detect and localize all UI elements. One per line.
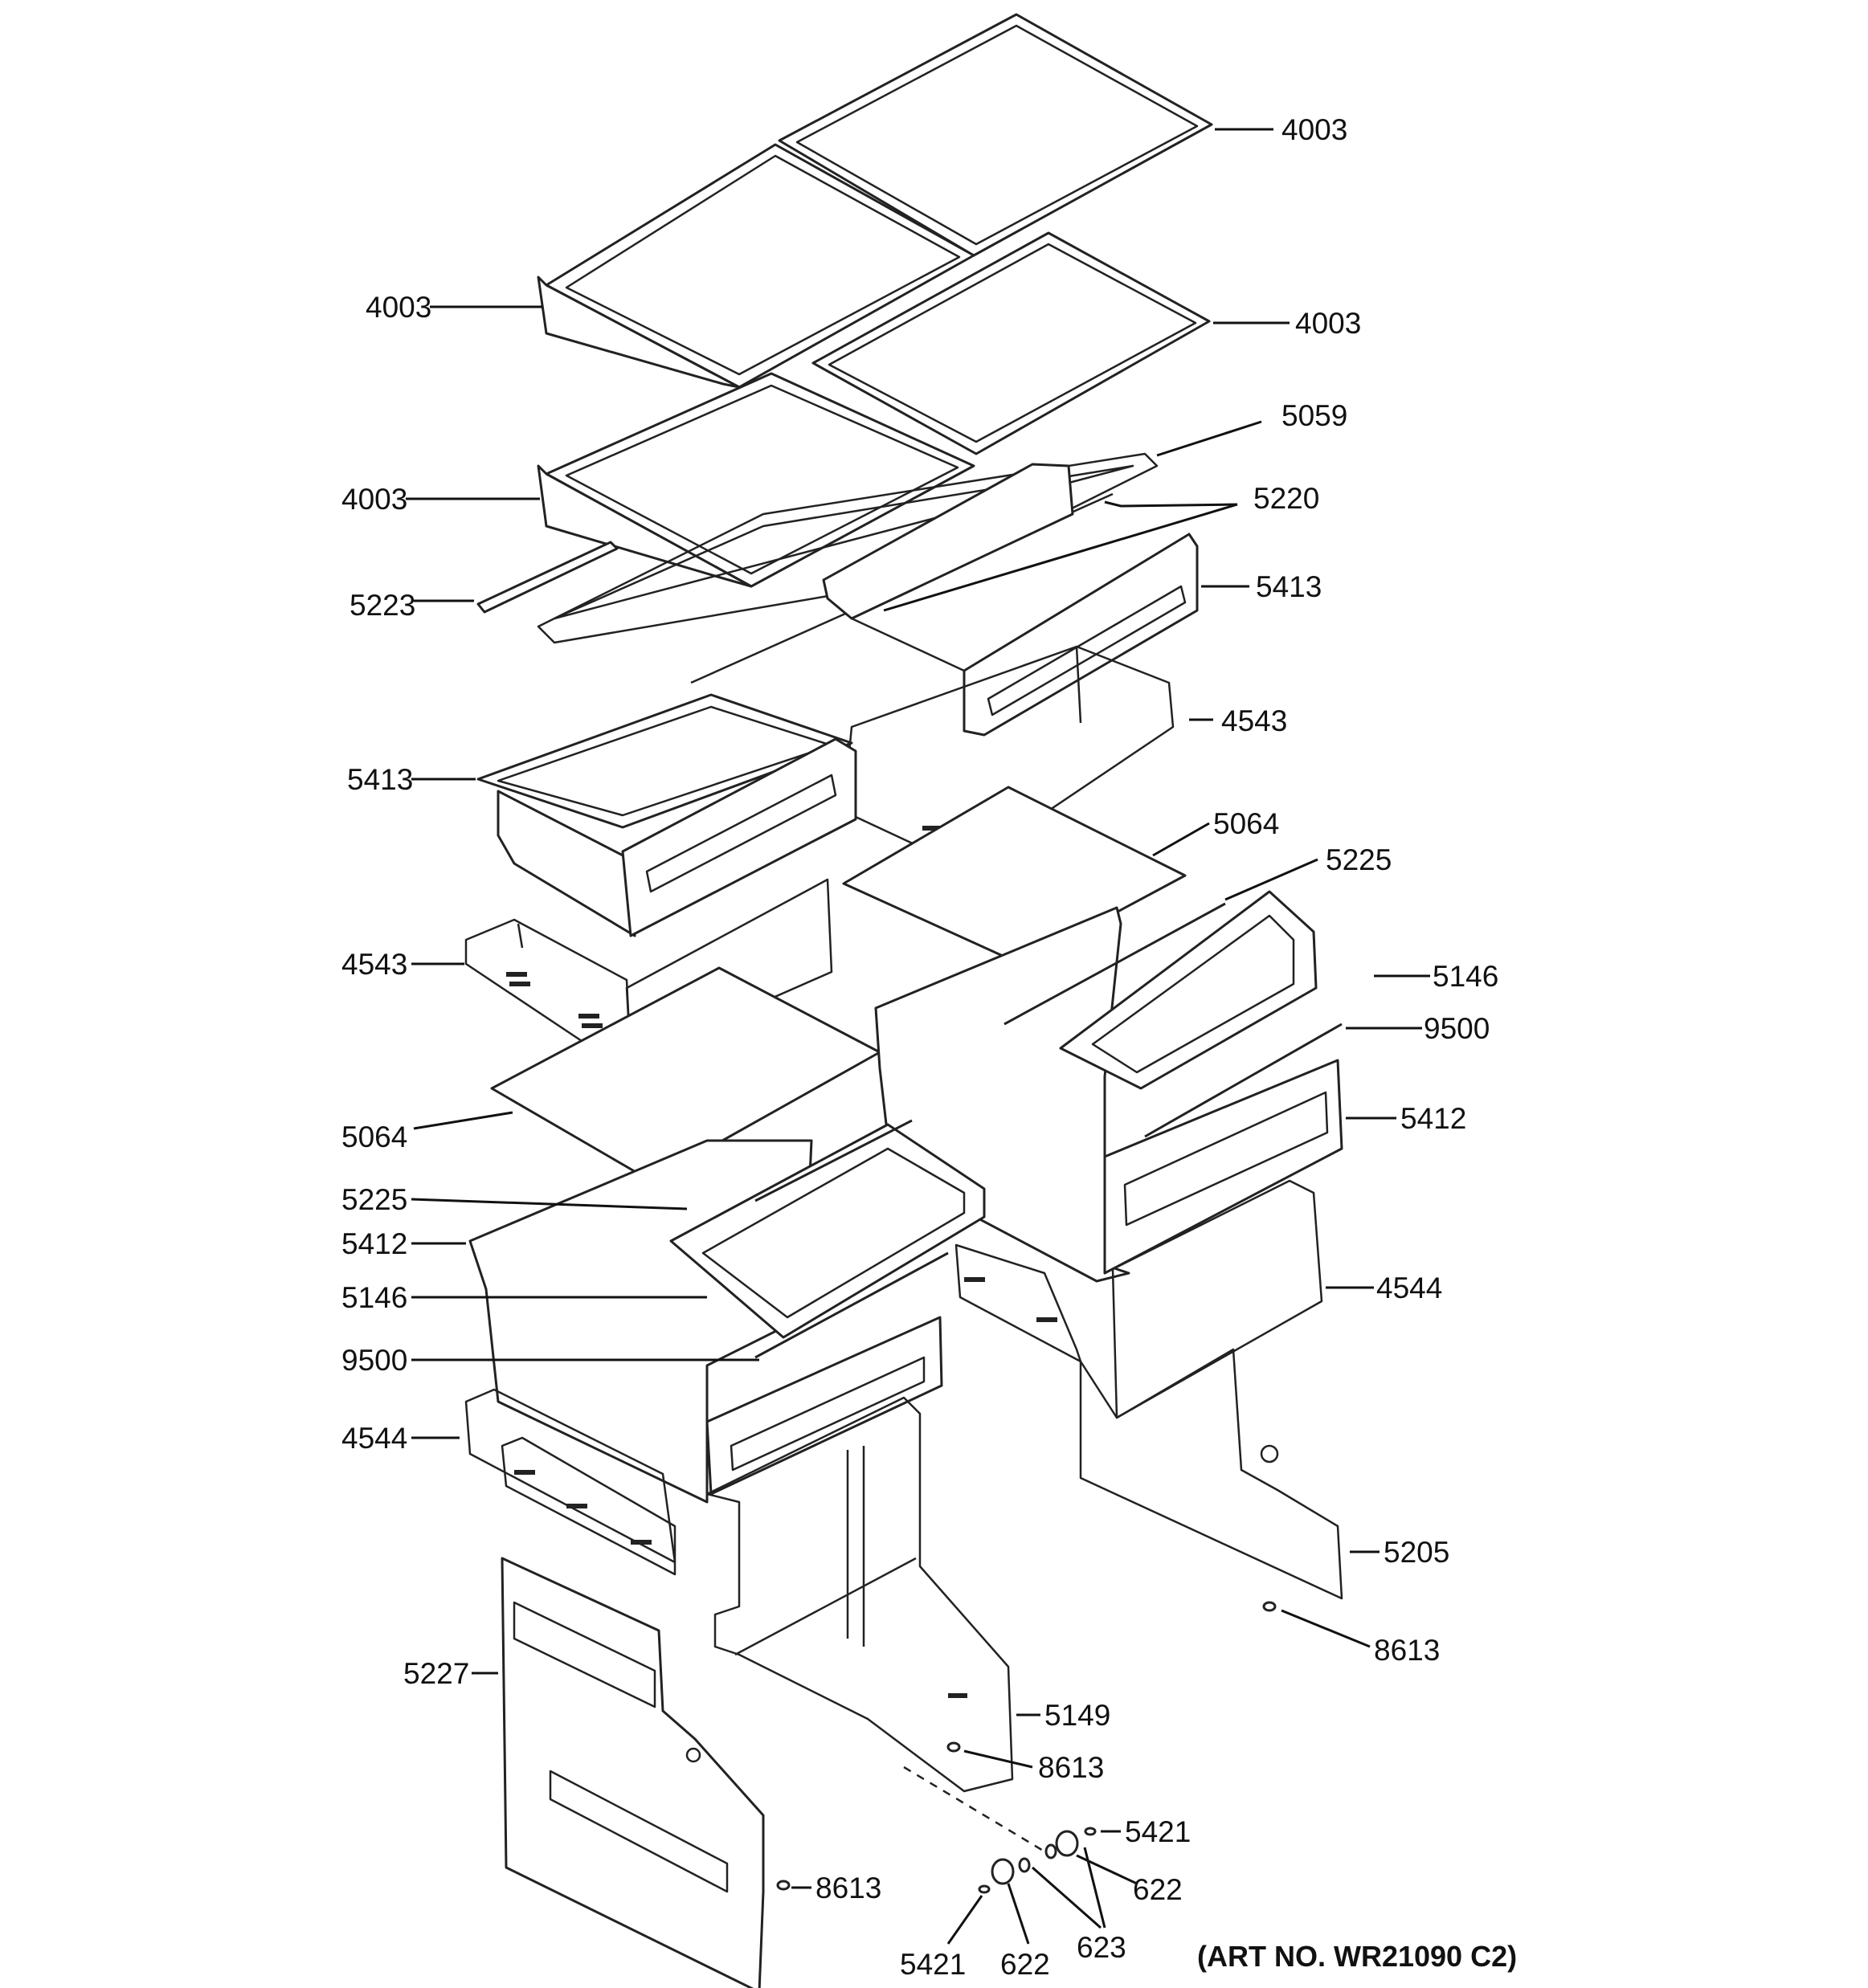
callout-622-bottom: 622 — [1000, 1948, 1050, 1981]
crisper-5412-left — [468, 1119, 986, 1504]
shelf-4003-left-lower — [537, 372, 975, 588]
callout-4543-upper: 4543 — [1221, 704, 1287, 737]
callout-5149: 5149 — [1044, 1699, 1110, 1732]
panel-5227 — [501, 1557, 765, 1988]
frame-5149 — [705, 1396, 1014, 1793]
callout-4003-left-upper: 4003 — [366, 291, 431, 324]
callout-4544-right: 4544 — [1376, 1272, 1442, 1304]
callout-labels: 4003 4003 4003 4003 5059 5220 5413 5223 … — [341, 113, 1517, 1981]
panel-5205 — [1079, 1348, 1343, 1600]
callout-5412-left: 5412 — [341, 1227, 407, 1260]
glass-5064-right — [842, 786, 1187, 965]
art-number: (ART NO. WR21090 C2) — [1197, 1940, 1517, 1973]
callout-5413-lower: 5413 — [347, 763, 413, 796]
callout-5225-left: 5225 — [341, 1183, 407, 1216]
callout-5227: 5227 — [403, 1657, 469, 1690]
callout-5146-right: 5146 — [1433, 960, 1498, 993]
callout-5146-left: 5146 — [341, 1281, 407, 1314]
shelf-4003-middle-right — [811, 231, 1211, 455]
callout-5421-bottom: 5421 — [900, 1948, 966, 1981]
callout-5412-right: 5412 — [1400, 1102, 1466, 1135]
callout-623: 623 — [1077, 1931, 1126, 1964]
callout-8613-right: 8613 — [1374, 1634, 1440, 1667]
callout-4003-top-right: 4003 — [1281, 113, 1347, 146]
hardware-screws-bushings — [776, 1601, 1277, 1894]
callout-4544-left: 4544 — [341, 1422, 407, 1455]
callout-9500-right: 9500 — [1424, 1012, 1490, 1045]
shelf-4003-left-upper — [537, 143, 975, 389]
callout-5064-right: 5064 — [1213, 807, 1279, 840]
callout-5223: 5223 — [349, 589, 415, 622]
drawer-5413-upper-right — [822, 463, 1199, 737]
callout-5413-upper: 5413 — [1256, 570, 1322, 603]
cover-4544-left — [464, 1388, 676, 1576]
callout-8613-middle: 8613 — [1038, 1751, 1104, 1784]
parts-drawing — [464, 13, 1343, 1988]
drawer-5413-left — [476, 693, 857, 937]
callout-4543-lower: 4543 — [341, 948, 407, 981]
callout-8613-left: 8613 — [815, 1872, 881, 1904]
callout-622-right: 622 — [1133, 1873, 1183, 1906]
callout-5064-left: 5064 — [341, 1121, 407, 1153]
leader-lines — [406, 128, 1430, 1945]
callout-5225-right: 5225 — [1326, 843, 1392, 876]
shelf-4003-top-right — [778, 13, 1213, 257]
dashed-axis-line — [903, 1766, 1045, 1853]
callout-5220: 5220 — [1253, 482, 1319, 515]
callout-5205: 5205 — [1384, 1536, 1449, 1569]
callout-4003-middle-right: 4003 — [1295, 307, 1361, 340]
callout-9500-left: 9500 — [341, 1344, 407, 1377]
callout-5421-right: 5421 — [1125, 1815, 1191, 1848]
callout-5059: 5059 — [1281, 399, 1347, 432]
callout-4003-left-lower: 4003 — [341, 483, 407, 516]
rail-5223 — [476, 541, 619, 614]
cover-4544-right — [954, 1179, 1323, 1419]
